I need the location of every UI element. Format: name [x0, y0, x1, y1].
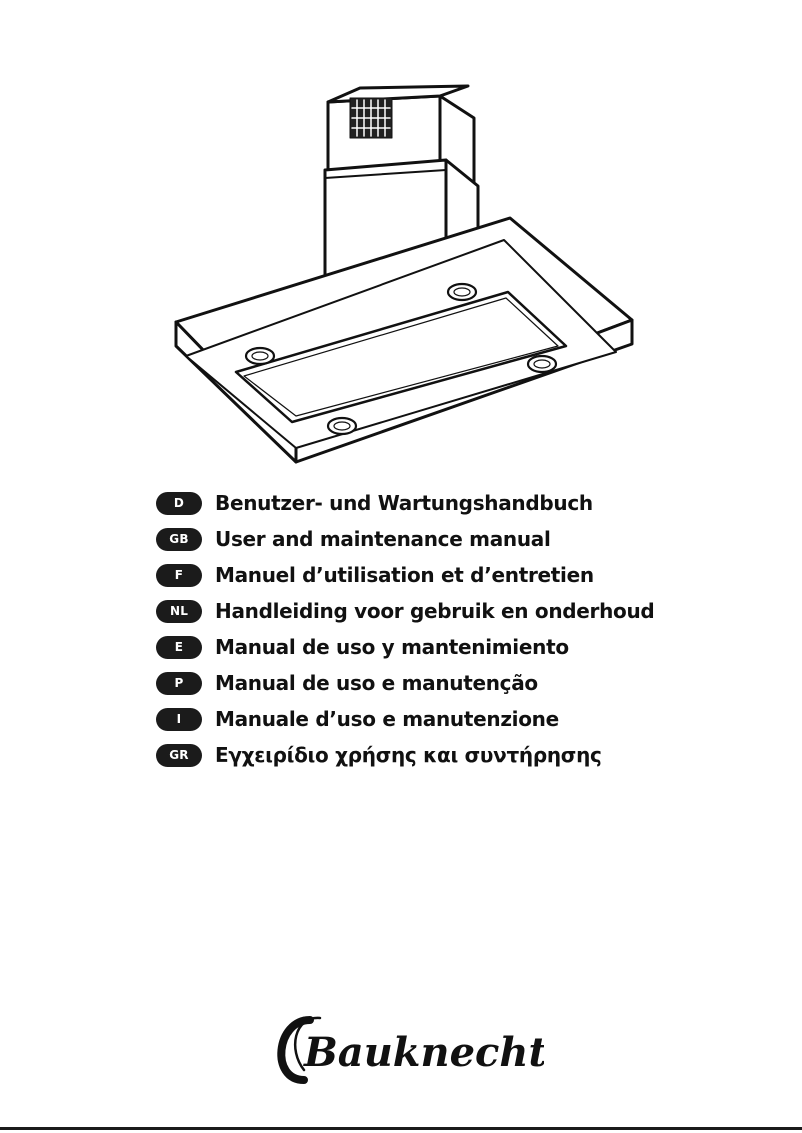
language-badge-p: P: [156, 671, 202, 695]
language-badge-d: D: [156, 491, 202, 515]
language-title-i: Manuale d’uso e manutenzione: [215, 707, 559, 731]
language-title-gr: Εγχειρίδιο χρήσης και συντήρησης: [215, 743, 602, 767]
language-row-d: D Benutzer- und Wartungshandbuch: [156, 485, 756, 521]
language-badge-gr: GR: [156, 743, 202, 767]
language-badge-e: E: [156, 635, 202, 659]
bottom-border-rule: [0, 1127, 802, 1130]
brand-logo: Bauknecht: [277, 1016, 544, 1084]
language-title-gb: User and maintenance manual: [215, 527, 551, 551]
hood-light-top: [446, 282, 478, 302]
language-row-e: E Manual de uso y mantenimiento: [156, 629, 756, 665]
brand-logo-text: Bauknecht: [303, 1029, 544, 1076]
vent-grille: [349, 97, 393, 139]
language-row-gr: GR Εγχειρίδιο χρήσης και συντήρησης: [156, 737, 756, 773]
language-title-p: Manual de uso e manutenção: [215, 671, 538, 695]
language-title-d: Benutzer- und Wartungshandbuch: [215, 491, 593, 515]
language-row-gb: GB User and maintenance manual: [156, 521, 756, 557]
language-title-f: Manuel d’utilisation et d’entretien: [215, 563, 594, 587]
language-row-p: P Manual de uso e manutenção: [156, 665, 756, 701]
hood-light-right: [526, 354, 558, 374]
language-badge-nl: NL: [156, 599, 202, 623]
language-title-nl: Handleiding voor gebruik en onderhoud: [215, 599, 655, 623]
language-row-nl: NL Handleiding voor gebruik en onderhoud: [156, 593, 756, 629]
hood-filter-panel: [234, 290, 568, 424]
range-hood-illustration: [174, 84, 634, 464]
brand-logo-swoosh-icon: [277, 1016, 322, 1084]
hood-light-bottom: [326, 416, 358, 436]
language-badge-i: I: [156, 707, 202, 731]
language-row-i: I Manuale d’uso e manutenzione: [156, 701, 756, 737]
language-badge-f: F: [156, 563, 202, 587]
language-title-e: Manual de uso y mantenimiento: [215, 635, 569, 659]
hood-light-left: [244, 346, 276, 366]
language-row-f: F Manuel d’utilisation et d’entretien: [156, 557, 756, 593]
language-title-list: D Benutzer- und Wartungshandbuch GB User…: [156, 485, 756, 773]
language-badge-gb: GB: [156, 527, 202, 551]
